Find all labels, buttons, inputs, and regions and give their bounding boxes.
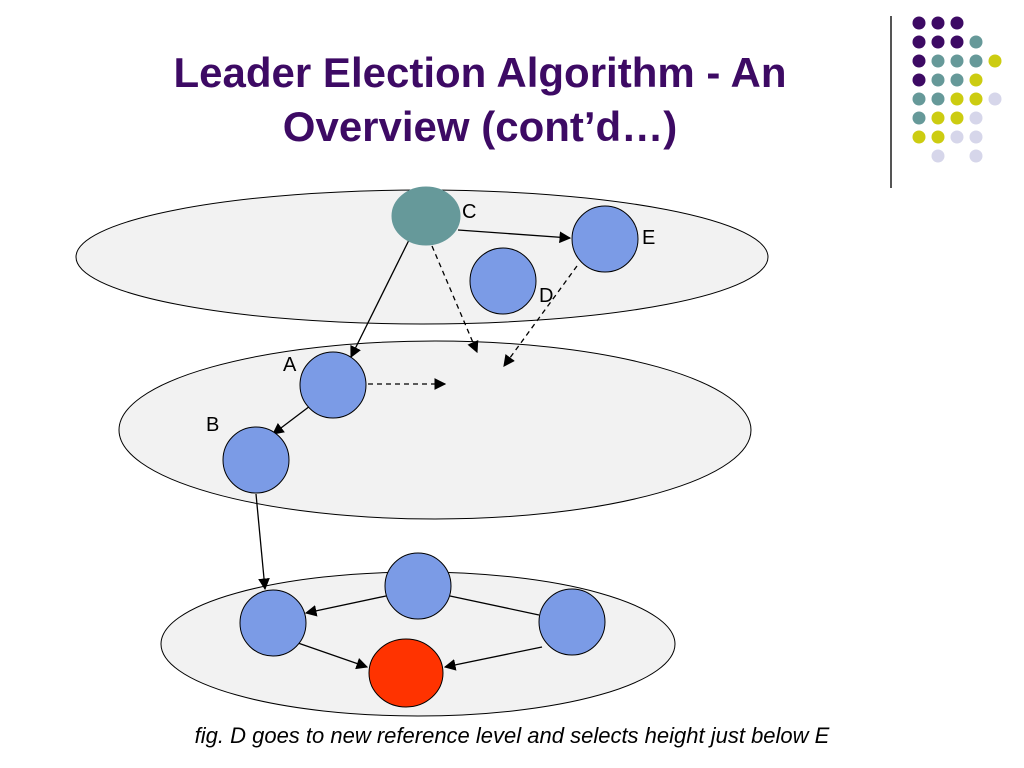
decor-dot — [969, 149, 983, 163]
decor-dot — [950, 92, 964, 106]
node-leader — [368, 638, 444, 708]
edge-a-to-b — [272, 405, 311, 435]
node-c — [391, 186, 461, 246]
node-d-label: D — [539, 285, 553, 307]
decorative-dot-grid — [912, 16, 1002, 163]
node-a — [299, 351, 367, 419]
edge-top-to-bottom-left — [304, 595, 387, 617]
decor-dot — [950, 54, 964, 68]
decor-dot — [969, 130, 983, 144]
decor-dot — [912, 111, 926, 125]
edge-b-to-bottom-left — [255, 493, 270, 591]
decor-dot — [912, 73, 926, 87]
slide-title-line-2: Overview (cont’d…) — [282, 103, 678, 150]
decor-dot — [931, 149, 945, 163]
decor-dot — [931, 16, 945, 30]
edge-e-to-middle-dashed — [503, 265, 578, 367]
decor-dot — [931, 73, 945, 87]
decor-dot — [969, 35, 983, 49]
decor-dot — [950, 73, 964, 87]
decor-dot — [969, 54, 983, 68]
leader-election-diagram: C E D A B — [75, 186, 769, 717]
decor-dot — [969, 73, 983, 87]
decor-dot — [988, 92, 1002, 106]
decor-dot — [931, 111, 945, 125]
edge-top-to-bottom-right — [449, 595, 540, 616]
decor-dot — [950, 111, 964, 125]
decor-dot — [912, 35, 926, 49]
decor-dot — [931, 92, 945, 106]
node-e-label: E — [642, 227, 655, 249]
edge-c-to-a — [350, 237, 411, 359]
edge-bottom-right-to-leader — [443, 646, 543, 671]
decor-dot — [931, 54, 945, 68]
slide-title: Leader Election Algorithm - An Overview … — [60, 46, 900, 154]
decor-dot — [912, 54, 926, 68]
decor-dot — [950, 130, 964, 144]
decor-dot — [931, 35, 945, 49]
decor-dot — [931, 130, 945, 144]
figure-caption: fig. D goes to new reference level and s… — [194, 723, 830, 748]
node-bottom-right — [538, 588, 606, 656]
decor-dot — [950, 16, 964, 30]
decor-dot — [969, 111, 983, 125]
node-bottom-left — [239, 589, 307, 657]
decor-dot — [912, 130, 926, 144]
node-b-label: B — [206, 414, 219, 436]
node-d — [469, 247, 537, 315]
node-e — [571, 205, 639, 273]
node-b — [222, 426, 290, 494]
node-bottom-top — [384, 552, 452, 620]
slide-title-line-1: Leader Election Algorithm - An — [173, 49, 787, 96]
decor-dot — [969, 92, 983, 106]
node-c-label: C — [462, 201, 476, 223]
edge-c-to-middle-dashed — [431, 245, 479, 354]
decor-dot — [988, 54, 1002, 68]
decor-dot — [912, 92, 926, 106]
node-a-label: A — [283, 354, 297, 376]
edge-bottom-left-to-leader — [297, 642, 369, 670]
header-divider — [890, 16, 892, 188]
edge-c-to-e — [457, 229, 572, 244]
decor-dot — [912, 16, 926, 30]
decor-dot — [950, 35, 964, 49]
